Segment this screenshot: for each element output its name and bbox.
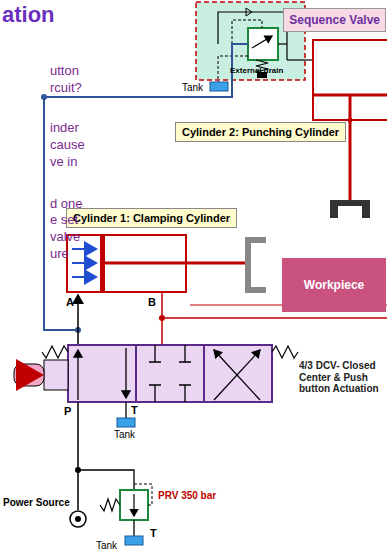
text-fragment: cause: [50, 138, 85, 153]
valve-label: 4/3 DCV- Closed Center & Push button Act…: [299, 360, 385, 395]
source-label: Power Source: [3, 497, 70, 509]
tank-symbol: [117, 418, 135, 427]
text-fragment: d one: [50, 197, 83, 212]
cylinder-caption: Cylinder 1: Clamping Cylinder: [66, 208, 237, 228]
node-text: Sequence Valve: [289, 13, 380, 27]
port-label: T: [150, 527, 157, 540]
text-fragment: inder: [50, 121, 79, 136]
supply-line: [286, 44, 287, 60]
power-unit: [70, 402, 152, 545]
port-label: T: [131, 404, 138, 417]
tank-label: Tank: [114, 429, 135, 441]
return-line: [125, 402, 126, 418]
text-fragment: ure: [50, 247, 69, 262]
text-fragment: e set: [50, 213, 78, 228]
slide-title: ation: [2, 2, 55, 27]
port-label: A: [66, 296, 74, 309]
tank-label: Tank: [96, 540, 117, 552]
valve-caption: Sequence Valve: [283, 8, 386, 32]
text-fragment: ve in: [50, 155, 77, 170]
valve-label: PRV 350 bar: [158, 490, 216, 502]
cylinder-caption: Cylinder 2: Punching Cylinder: [175, 122, 346, 142]
text-fragment: rcuit?: [50, 81, 82, 96]
workpiece-block: Workpiece: [282, 258, 386, 312]
drain-label: External drain: [230, 66, 283, 75]
port-label: B: [148, 296, 156, 309]
supply-line: [287, 59, 313, 60]
node-text: Cylinder 1: Clamping Cylinder: [73, 212, 230, 224]
directional-control-valve: [14, 345, 298, 402]
node-text: Workpiece: [304, 278, 364, 292]
node-text: Cylinder 2: Punching Cylinder: [182, 126, 339, 138]
text-fragment: utton: [50, 64, 79, 79]
clamping-cylinder: [67, 235, 266, 292]
text-fragment: valve: [50, 230, 80, 245]
tank-label: Tank: [182, 82, 203, 94]
port-label: P: [64, 405, 71, 418]
pilot-line: [41, 44, 248, 333]
